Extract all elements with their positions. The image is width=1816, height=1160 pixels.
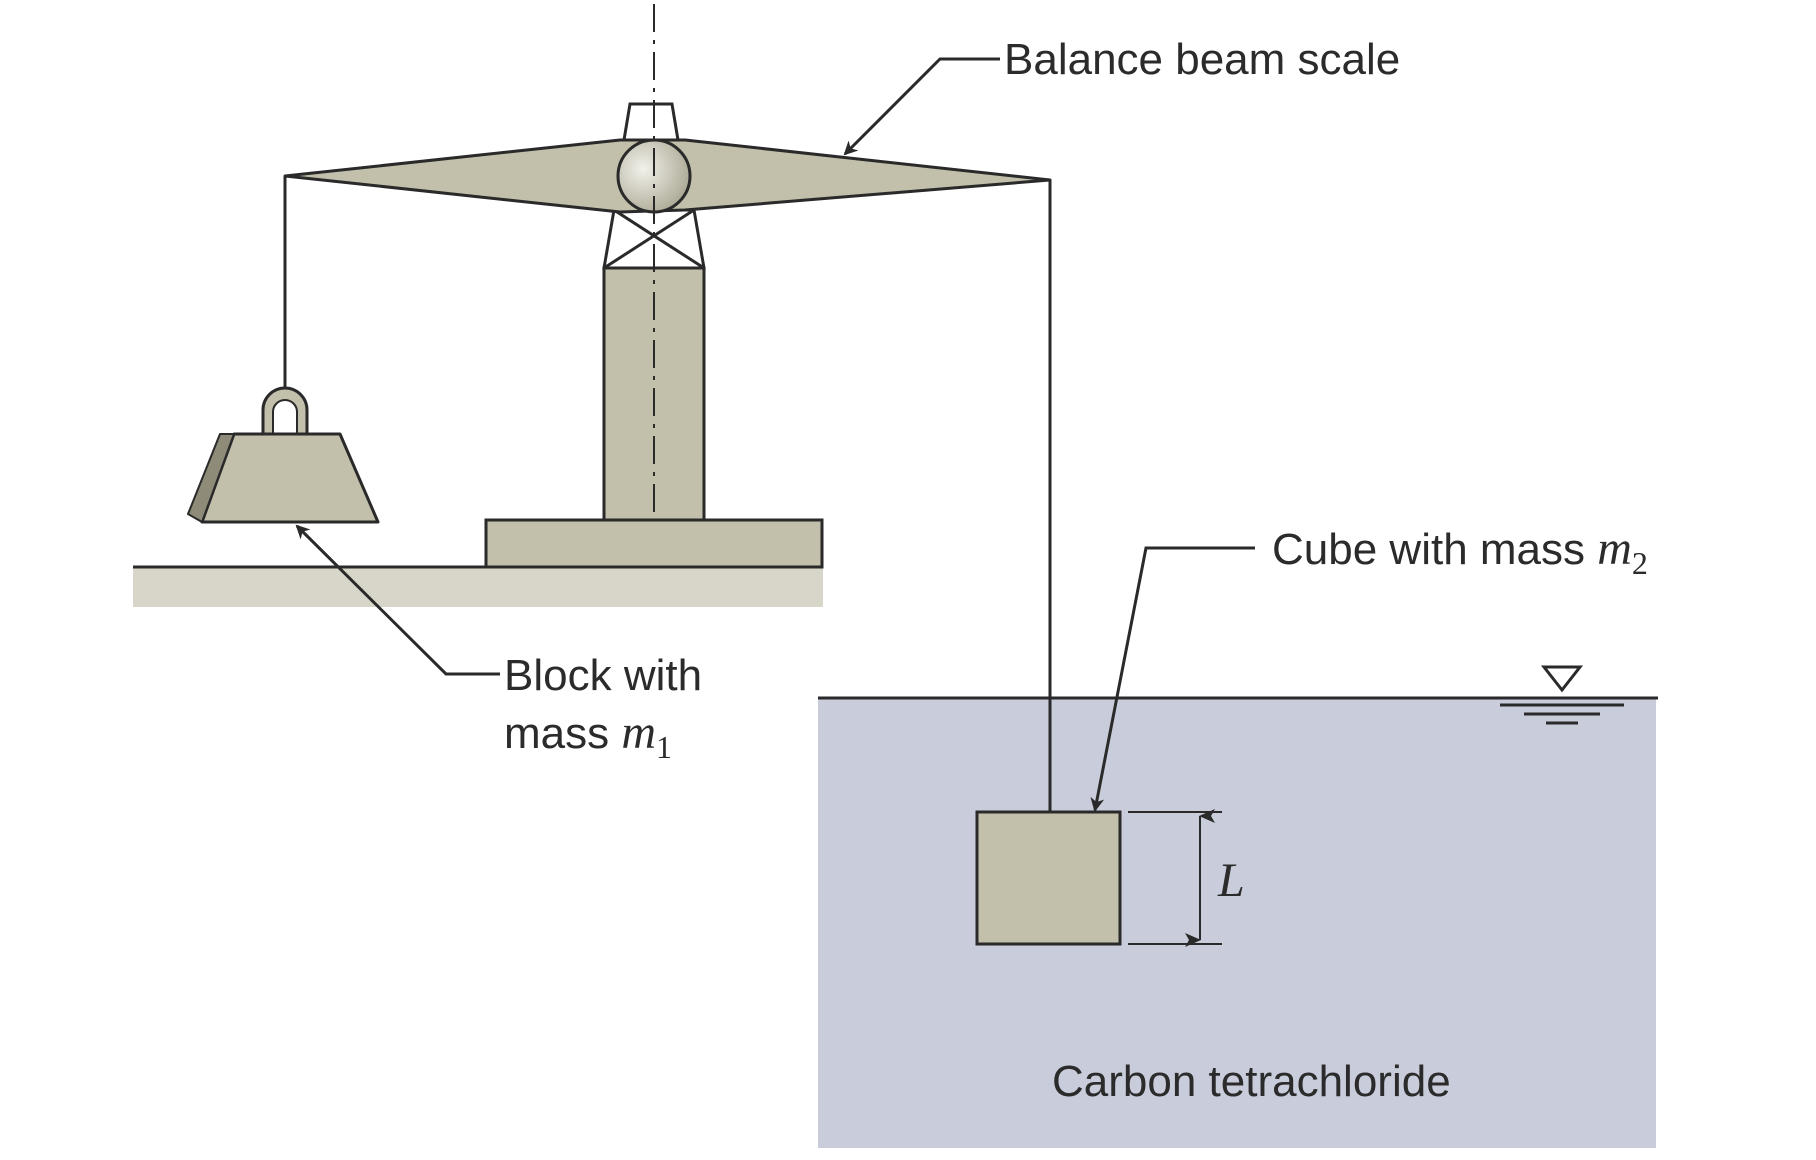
- label-block-prefix: mass: [504, 709, 621, 758]
- leader-block: [295, 524, 500, 676]
- cube-m2: [975, 810, 1122, 946]
- label-balance-beam: Balance beam scale: [1004, 35, 1400, 84]
- dimension-L: [1128, 809, 1222, 947]
- label-cube: Cube with mass m2: [1272, 522, 1648, 581]
- ground-surface: [133, 567, 823, 607]
- pivot-cap: [622, 102, 680, 142]
- leader-cube: [1090, 546, 1255, 812]
- label-cube-mass-symbol: m: [1597, 522, 1632, 575]
- label-cube-prefix: Cube with mass: [1272, 525, 1597, 574]
- label-length: L: [1217, 854, 1245, 907]
- label-cube-mass-subscript: 2: [1632, 545, 1648, 581]
- liquid-body: [818, 698, 1656, 1148]
- label-block-mass-subscript: 1: [656, 729, 672, 765]
- label-block-line1: Block with: [504, 651, 702, 700]
- label-block-mass-symbol: m: [621, 706, 656, 759]
- leader-balance-beam: [843, 57, 1000, 156]
- block-m1: [187, 386, 380, 524]
- label-liquid: Carbon tetrachloride: [1052, 1057, 1451, 1106]
- label-block-line2: mass m1: [504, 706, 672, 765]
- scale-base: [484, 518, 824, 569]
- free-surface-icon: [1500, 665, 1624, 725]
